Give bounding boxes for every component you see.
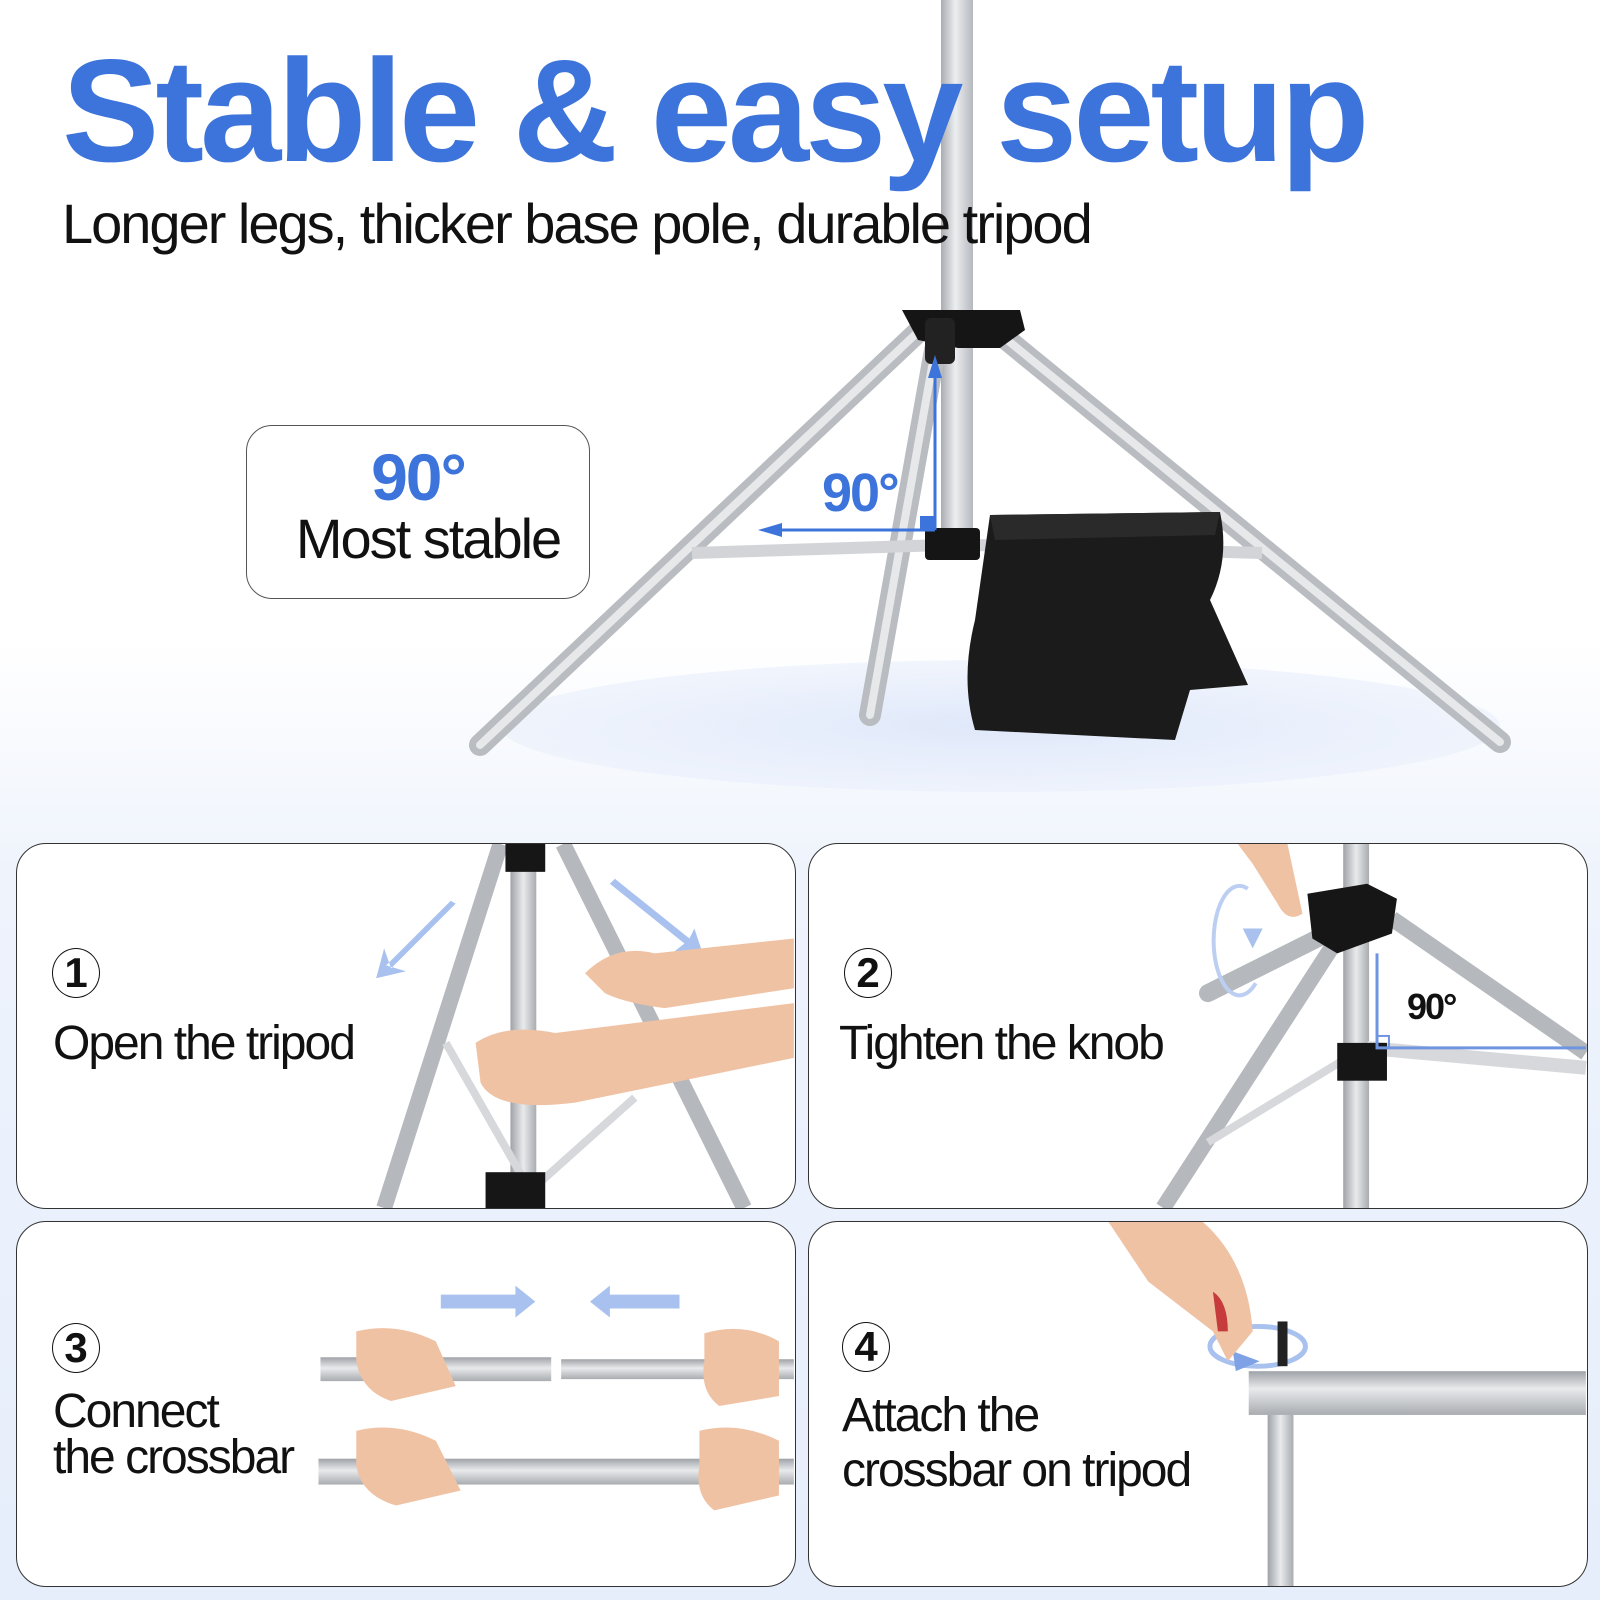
rotate-arrow-icon [1207,1323,1308,1369]
step-label-4-line1: Attach the [842,1389,1040,1442]
hand [356,1427,461,1506]
hero-angle-label: 90° [822,463,900,523]
step-number-1: 1 [52,948,100,998]
step-card-4: 4 Attach the crossbar on tripod [808,1221,1588,1587]
top-hub [1307,883,1397,954]
center-pole [941,0,973,560]
step-card-2: 2 Tighten the knob 90° [808,843,1588,1209]
hand [356,1328,456,1402]
step-label-4-line2: crossbar on tripod [842,1444,1192,1497]
step-label-1: Open the tripod [53,1017,356,1070]
step-label-2: Tighten the knob [839,1017,1165,1070]
hero-tripod-illustration [469,0,1511,792]
step-card-1: 1 Open the tripod [16,843,796,1209]
step-number-4: 4 [842,1322,890,1372]
hand-lower [475,1003,794,1106]
step-label-3-line2: the crossbar [53,1431,295,1484]
hand [1237,844,1303,917]
hand [703,1328,779,1406]
connect-crossbar-illustration [318,1285,794,1511]
knob [925,318,955,364]
step-number-3: 3 [52,1323,100,1373]
step-label-3-line1: Connect [53,1385,220,1438]
step-2-angle-label: 90° [1407,986,1457,1027]
attach-crossbar-illustration [1108,1222,1586,1586]
step-card-3: 3 Connect the crossbar [16,1221,796,1587]
hand [1108,1222,1253,1362]
page-title: Stable & easy setup [62,29,1369,192]
stability-callout: 90° Most stable [246,425,590,599]
tighten-knob-illustration [1156,844,1587,1208]
arrow-left-icon [589,1285,680,1318]
page-subtitle: Longer legs, thicker base pole, durable … [62,192,1093,255]
arrow-left-down-icon [376,900,456,979]
callout-degree: 90° [371,440,467,514]
rotate-arrow-icon [1211,883,1258,998]
open-tripod-illustration [376,844,794,1208]
arrow-right-down-icon [609,878,705,959]
hand [698,1427,779,1511]
step-number-2: 2 [844,948,892,998]
hand-upper [585,938,794,1009]
callout-label: Most stable [295,507,562,570]
arrow-right-icon [440,1285,536,1318]
sandbag [967,512,1248,740]
